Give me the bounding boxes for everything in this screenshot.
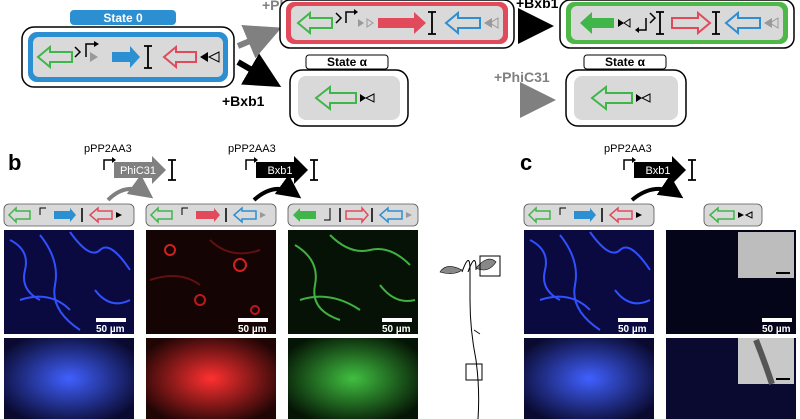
enzyme1-label: PhiC31: [120, 165, 156, 177]
bxb1-cassette-b: pPP2AA3 Bxb1: [228, 143, 318, 202]
scale-bar-label-2: 50 µm: [238, 324, 267, 335]
promoter-arrow-icon: [85, 43, 96, 57]
plant-seedling-icon: [439, 255, 501, 419]
mini-construct-state2: [287, 203, 419, 227]
scale-bar-label-c2: 50 µm: [762, 324, 791, 335]
state-alpha-label-center: State α: [327, 55, 368, 69]
promoter2-label: pPP2AA3: [228, 143, 276, 155]
green-outline-arrow-icon: [36, 44, 73, 70]
phic31-cassette: pPP2AA3 PhiC31: [84, 143, 176, 202]
state-alpha-right: State α: [565, 54, 687, 127]
mini-construct-state0: [3, 203, 135, 227]
promoter1-label: pPP2AA3: [84, 143, 132, 155]
state-alpha-label-right: State α: [605, 55, 646, 69]
terminator-icon: [144, 45, 152, 69]
micrograph-c-dark-leaf: 50 µm: [666, 230, 796, 335]
state2-construct: [559, 0, 795, 49]
scale-bar-label-1: 50 µm: [96, 324, 125, 335]
phic31-label-right: +PhiC31: [494, 69, 550, 85]
micrograph-blue-root: [4, 338, 134, 419]
micrograph-red-root: [146, 338, 276, 419]
enzyme-c-label: Bxb1: [645, 165, 670, 177]
micrograph-c-dark-root: [666, 338, 796, 419]
bxb1-cassette-c: pPP2AA3 Bxb1: [604, 143, 696, 202]
micrograph-c-blue-root: [524, 338, 654, 419]
state-alpha-center: State α: [289, 54, 409, 127]
bxb1-label-top: +Bxb1: [516, 0, 559, 11]
bxb1-label-left: +Bxb1: [222, 93, 265, 109]
micrograph-red-leaf: 50 µm: [146, 230, 276, 335]
state0-construct: State 0: [21, 10, 235, 88]
panel-b-letter: b: [8, 150, 21, 175]
mini-construct-c-state0: [523, 203, 655, 227]
scale-bar-label-c1: 50 µm: [618, 324, 647, 335]
promoter-c-label: pPP2AA3: [604, 143, 652, 155]
enzyme2-label: Bxb1: [267, 165, 292, 177]
micrograph-c-blue-leaf: 50 µm: [524, 230, 654, 335]
scale-bar-label-3: 50 µm: [382, 324, 411, 335]
micrograph-green-root: [288, 338, 418, 419]
micrograph-blue-leaf: 50 µm: [4, 230, 134, 335]
mini-construct-c-alpha: [703, 203, 763, 227]
att-site-triangle-icon: [200, 52, 208, 62]
state0-label-bg: [70, 10, 176, 25]
mini-construct-state1: [145, 203, 277, 227]
state0-label: State 0: [103, 11, 143, 25]
micrograph-green-leaf: 50 µm: [288, 230, 418, 335]
state1-construct: [279, 0, 515, 49]
panel-c-letter: c: [520, 150, 532, 175]
